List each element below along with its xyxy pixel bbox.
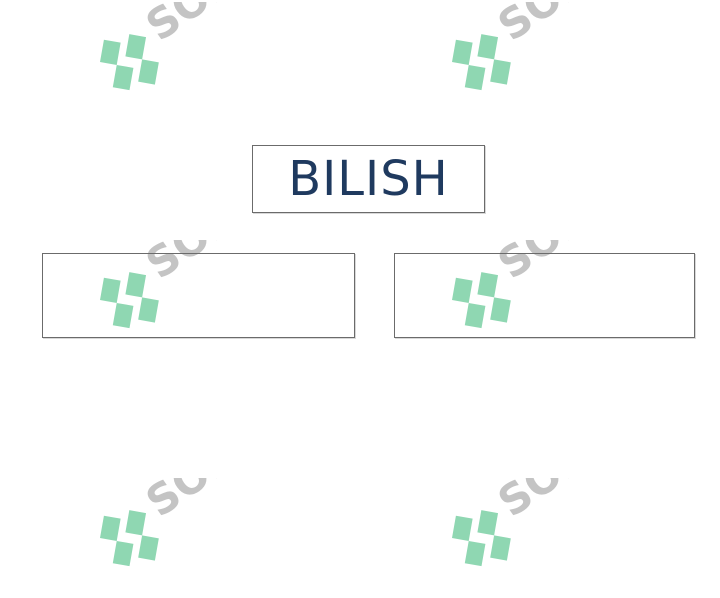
root-node-title: BILISH [288,151,449,207]
child-node-right [394,253,695,338]
root-node-box: BILISH [252,145,485,213]
child-node-left [42,253,355,338]
child-node-right-label [395,254,694,337]
hierarchy-diagram: BILISH [42,145,695,338]
child-node-left-label [43,254,354,337]
